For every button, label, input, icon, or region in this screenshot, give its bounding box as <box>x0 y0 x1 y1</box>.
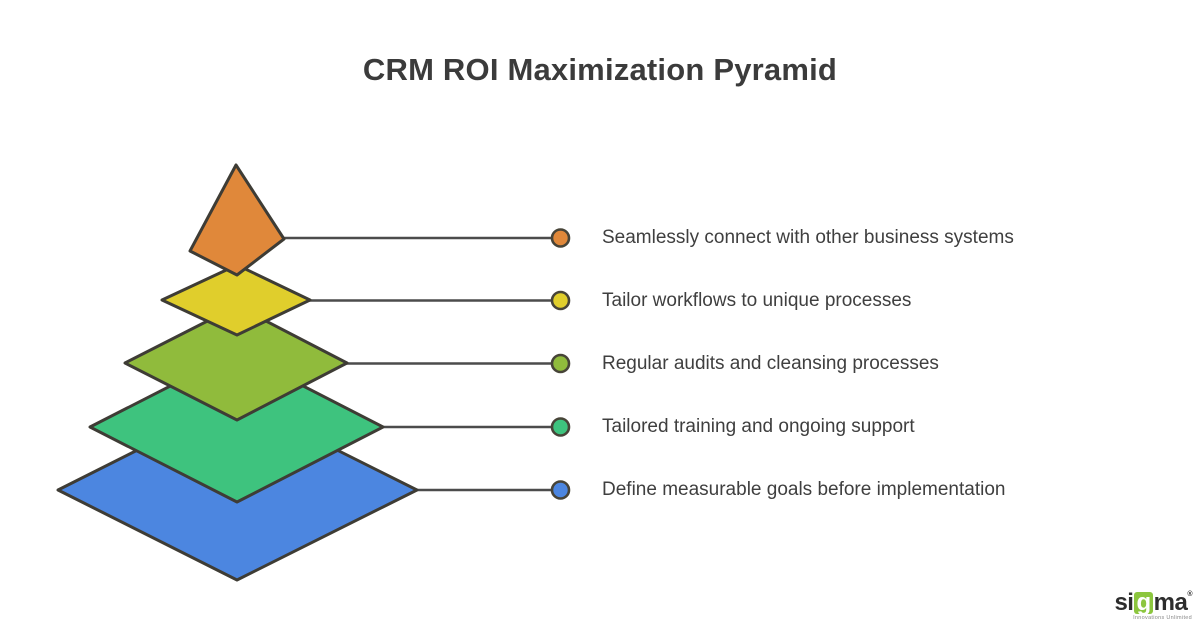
pyramid-layers <box>56 163 419 582</box>
legend-dot-goals <box>550 480 571 500</box>
pyramid-layer-4 <box>88 350 385 504</box>
pyramid-layer-1-top <box>188 163 286 277</box>
pyramid-layer-2 <box>160 263 312 337</box>
logo-tagline: Innovations Unlimited <box>1133 614 1192 621</box>
legend-dots <box>550 228 571 500</box>
legend-dot-integration <box>550 228 571 248</box>
connector-lines <box>252 236 552 492</box>
legend-dot-data-quality <box>550 353 571 374</box>
legend-dot-training <box>550 417 571 437</box>
legend-dot-customization <box>550 290 571 311</box>
logo-accent-letter: g <box>1134 588 1153 616</box>
registered-mark-icon: ® <box>1187 590 1192 598</box>
page-title: CRM ROI Maximization Pyramid <box>362 52 838 87</box>
pyramid-layer-3 <box>123 304 349 422</box>
